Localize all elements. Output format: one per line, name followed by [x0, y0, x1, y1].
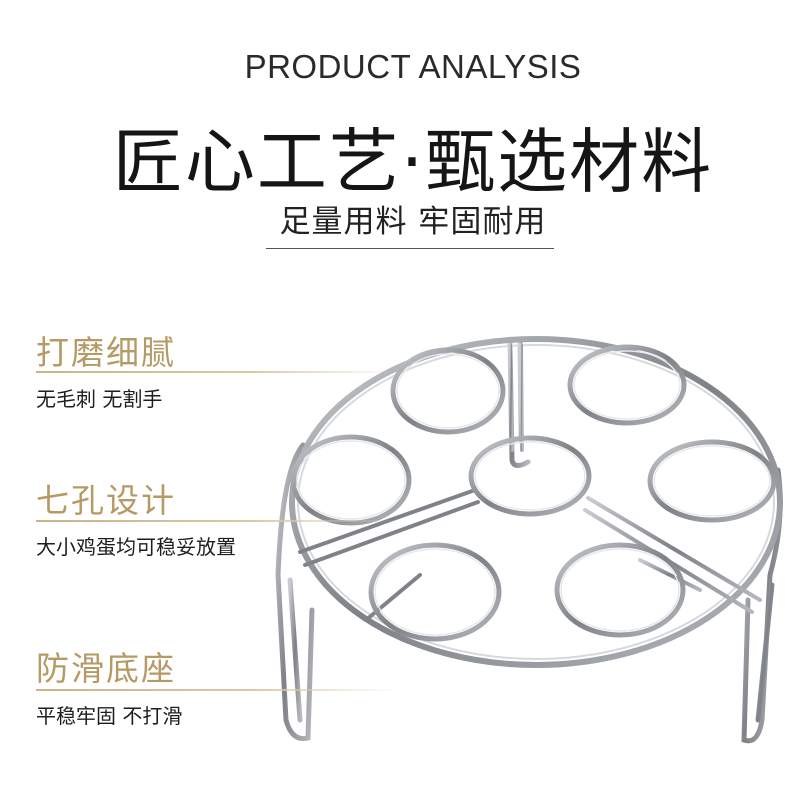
feature-divider [36, 520, 396, 522]
rack-leg-left [275, 442, 315, 742]
english-heading: PRODUCT ANALYSIS [244, 48, 582, 85]
feature-title-polishing: 打磨细腻 [36, 333, 176, 372]
chinese-subheading: 足量用料 牢固耐用 [279, 204, 547, 240]
feature-divider [36, 371, 396, 373]
feature-title-anti-slip-base: 防滑底座 [36, 649, 176, 688]
feature-desc-seven-holes: 大小鸡蛋均可稳妥放置 [36, 535, 236, 559]
egg-ring-bottom-right [554, 542, 686, 638]
egg-ring-center [468, 435, 592, 517]
feature-divider [36, 689, 396, 691]
egg-ring-right [647, 439, 777, 523]
rack-outer-ring [289, 336, 783, 668]
egg-ring-bottom-left [368, 542, 502, 642]
subheading-underline [266, 248, 554, 249]
chinese-heading: 匠心工艺·甄选材料 [112, 121, 714, 203]
feature-title-seven-holes: 七孔设计 [36, 481, 176, 520]
egg-ring-top-right [567, 344, 687, 426]
egg-ring-left [290, 434, 412, 526]
egg-rings [290, 344, 777, 642]
feature-desc-polishing: 无毛刺 无割手 [36, 387, 163, 411]
egg-ring-top-left [390, 347, 506, 435]
feature-desc-anti-slip-base: 平稳牢固 不打滑 [36, 704, 183, 728]
